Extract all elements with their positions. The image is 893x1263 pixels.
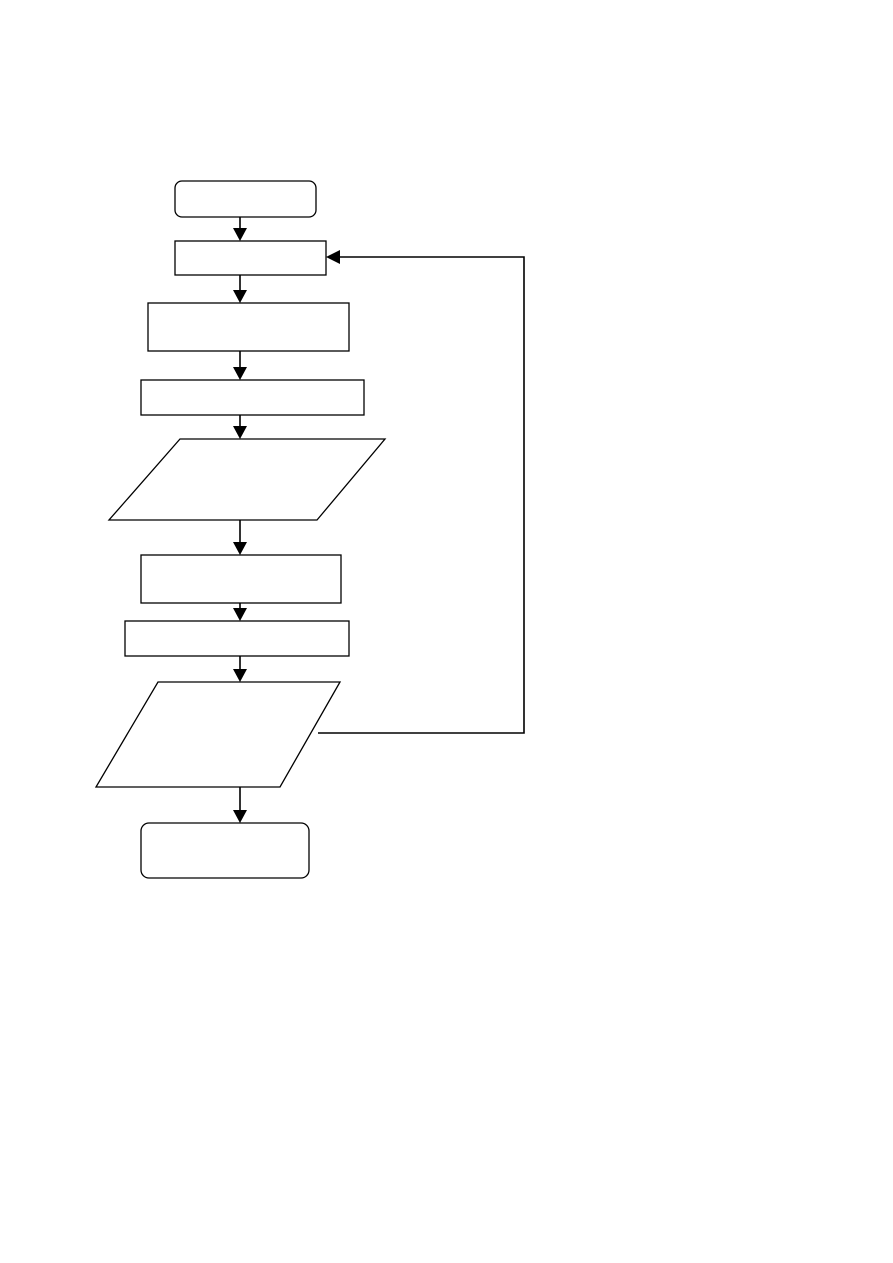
loop-back-arrowhead (326, 250, 340, 264)
start-terminator (174, 180, 317, 218)
process-box-5 (124, 620, 350, 657)
arrowhead-step3 (233, 367, 247, 380)
end-terminator (140, 822, 310, 879)
loop-back-connector (318, 256, 525, 734)
arrowhead-step5 (233, 608, 247, 621)
arrowhead-step4 (233, 542, 247, 555)
process-box-2 (147, 302, 350, 352)
process-box-3 (140, 379, 365, 416)
arrowhead-io2 (233, 669, 247, 682)
process-box-4 (140, 554, 342, 604)
process-box-1 (174, 240, 327, 276)
arrowhead-io1 (233, 426, 247, 439)
data-parallelogram-1 (107, 438, 387, 521)
arrowhead-step1 (233, 228, 247, 241)
arrowhead-step2 (233, 290, 247, 303)
arrowhead-end (233, 810, 247, 823)
data-parallelogram-2 (94, 681, 342, 788)
